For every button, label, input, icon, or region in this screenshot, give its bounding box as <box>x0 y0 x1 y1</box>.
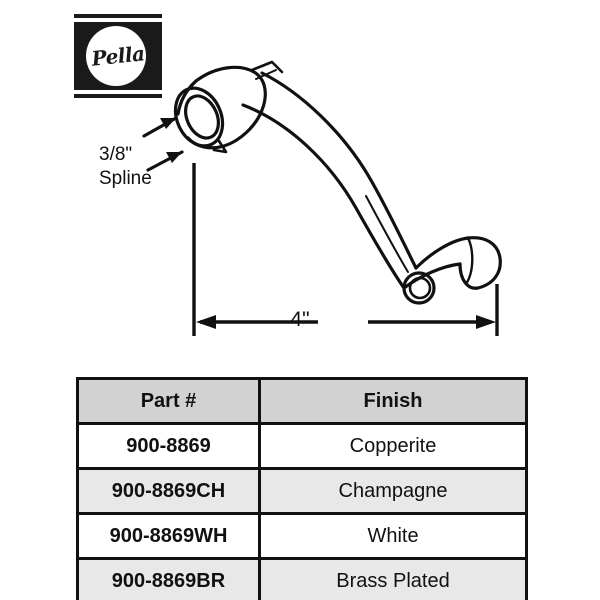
arm-outer-edge <box>260 71 418 270</box>
table-row: 900-8869 Copperite <box>76 422 528 470</box>
table-row: 900-8869CH Champagne <box>76 467 528 515</box>
arm-inner-edge <box>241 103 406 290</box>
knob-end-cap <box>458 236 502 290</box>
cell-finish: White <box>258 512 528 560</box>
hub-arm-wedge <box>250 60 284 74</box>
column-header-part: Part # <box>76 377 261 425</box>
cell-part-number: 900-8869CH <box>76 467 261 515</box>
table-row: 900-8869BR Brass Plated <box>76 557 528 600</box>
cell-part-number: 900-8869WH <box>76 512 261 560</box>
spline-opening-inner <box>184 94 220 140</box>
hub-arm-wedge-line <box>255 69 277 80</box>
cell-finish: Copperite <box>258 422 528 470</box>
cell-finish: Champagne <box>258 467 528 515</box>
arm-crease <box>365 195 409 273</box>
logo-disc <box>86 26 146 86</box>
logo-rule-top <box>74 14 162 18</box>
overall-length-label: 4" <box>290 308 310 331</box>
logo-plate: Pella <box>74 22 162 90</box>
spline-hub-flare <box>176 79 198 116</box>
cell-part-number: 900-8869BR <box>76 557 261 600</box>
knob-barrel-top <box>414 236 470 270</box>
spline-word-label: Spline <box>99 168 152 189</box>
knob-cap-crease <box>464 236 474 286</box>
logo-rule-bottom <box>74 94 162 98</box>
dim-arrow-right <box>476 315 496 329</box>
knob-barrel-bottom <box>402 262 462 290</box>
table-header-row: Part # Finish <box>76 377 528 425</box>
crank-handle-drawing <box>142 60 502 336</box>
hub-tab <box>212 139 228 154</box>
knob-opening-outer <box>402 271 436 305</box>
spline-hub-outer <box>194 65 267 148</box>
spline-size-label: 3/8" <box>99 144 133 165</box>
spline-arrow-lower <box>166 152 182 163</box>
spline-arrow-upper <box>160 118 176 129</box>
column-header-finish: Finish <box>258 377 528 425</box>
table-row: 900-8869WH White <box>76 512 528 560</box>
dim-arrow-left <box>196 315 216 329</box>
spline-opening-outer <box>173 86 225 148</box>
cell-finish: Brass Plated <box>258 557 528 600</box>
parts-table: Part # Finish 900-8869 Copperite 900-886… <box>76 377 528 600</box>
knob-opening-inner <box>408 276 432 300</box>
pella-logo: Pella <box>74 14 162 98</box>
cell-part-number: 900-8869 <box>76 422 261 470</box>
